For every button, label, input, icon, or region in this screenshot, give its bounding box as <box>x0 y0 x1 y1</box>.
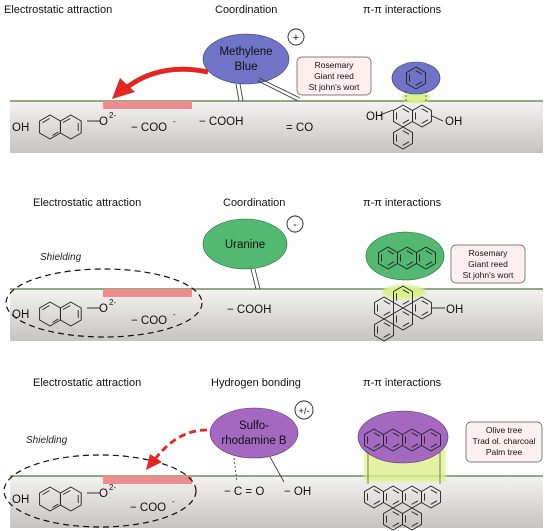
dye-name-line1: Methylene <box>219 46 272 58</box>
oh-left: OH <box>12 122 29 134</box>
header-electrostatic: Electrostatic attraction <box>33 197 141 209</box>
dye-blob-small <box>391 61 441 95</box>
cooh-group: − COOH <box>227 304 271 316</box>
o2-group: O <box>99 116 108 128</box>
shielding-label: Shielding <box>26 435 68 446</box>
charge-band <box>103 289 192 297</box>
pi-glow <box>402 91 430 103</box>
dye-name-line2: Blue <box>234 61 257 73</box>
surface-slab <box>10 476 543 528</box>
dye-uranine <box>202 218 288 270</box>
charge-sign: +/- <box>298 406 309 417</box>
surface-slab <box>10 289 543 341</box>
pi-glow <box>382 285 426 299</box>
dye-sulforhodamine-b <box>209 407 299 459</box>
charge-band <box>103 101 192 109</box>
source-1: Rosemary <box>469 248 508 258</box>
panel-1: Electrostatic attraction Coordination π-… <box>4 4 543 153</box>
coo-group: − COO <box>130 502 166 514</box>
oh-group: − OH <box>284 486 311 498</box>
shielding-label: Shielding <box>40 252 82 263</box>
dye-methylene-blue <box>202 33 290 85</box>
header-pi-pi: π-π interactions <box>363 377 442 389</box>
surface-slab <box>10 101 543 153</box>
coo-charge: - <box>172 497 175 506</box>
header-hydrogen-bonding: Hydrogen bonding <box>211 377 301 389</box>
co-group: − C = O <box>224 486 264 498</box>
shielding-ellipse <box>5 268 203 338</box>
panel-2: Electrostatic attraction Coordination π-… <box>5 197 543 342</box>
shielding-ellipse <box>3 454 197 528</box>
arrow-head <box>112 78 135 99</box>
source-2: Trad ol. charcoal <box>473 436 536 446</box>
header-coordination: Coordination <box>223 197 285 209</box>
source-2: Giant reed <box>314 71 354 81</box>
source-1: Rosemary <box>315 60 354 70</box>
oh-left: OH <box>12 494 29 506</box>
oh-pi-right: OH <box>446 304 463 316</box>
cooh-group: − COOH <box>199 116 243 128</box>
charge-sign: - <box>293 219 297 231</box>
charge-circle <box>294 400 314 420</box>
header-coordination: Coordination <box>215 4 277 16</box>
source-2: Giant reed <box>468 259 508 269</box>
charge-circle <box>286 215 304 233</box>
attraction-arrow <box>124 66 209 90</box>
header-pi-pi: π-π interactions <box>363 197 442 209</box>
source-box <box>450 244 526 284</box>
arrow-head <box>146 454 162 470</box>
dye-name-line1: Sulfo- <box>239 420 269 432</box>
dye-name-line2: rhodamine B <box>221 435 287 447</box>
panel-3: Electrostatic attraction Hydrogen bondin… <box>3 377 543 531</box>
attraction-arrow-dashed <box>154 428 208 459</box>
o2-charge: 2- <box>109 111 116 120</box>
charge-sign: + <box>293 32 299 44</box>
source-1: Olive tree <box>486 425 523 435</box>
dye-name: Uranine <box>225 239 265 251</box>
oh-pi-right: OH <box>445 116 462 128</box>
source-3: Palm tree <box>486 447 523 457</box>
charge-band <box>103 476 192 484</box>
o2-charge: 2- <box>109 298 116 307</box>
source-box <box>465 421 543 463</box>
source-3: St john's wort <box>309 82 360 92</box>
oh-pi-left: OH <box>366 111 383 123</box>
o2-charge: 2- <box>109 483 116 492</box>
o2-group: O <box>99 303 108 315</box>
header-pi-pi: π-π interactions <box>363 4 442 16</box>
header-electrostatic: Electrostatic attraction <box>33 377 141 389</box>
dye-blob <box>357 410 449 464</box>
coo-group: − COO <box>131 122 167 134</box>
o2-group: O <box>99 488 108 500</box>
co-group: = CO <box>286 122 313 134</box>
source-box <box>296 56 372 96</box>
dye-blob <box>365 231 445 281</box>
header-electrostatic: Electrostatic attraction <box>4 4 112 16</box>
coo-charge: - <box>173 310 176 319</box>
charge-circle <box>287 28 305 46</box>
oh-left: OH <box>12 309 29 321</box>
coo-charge: - <box>173 117 176 126</box>
source-3: St john's wort <box>463 270 514 280</box>
coo-group: − COO <box>131 315 167 327</box>
